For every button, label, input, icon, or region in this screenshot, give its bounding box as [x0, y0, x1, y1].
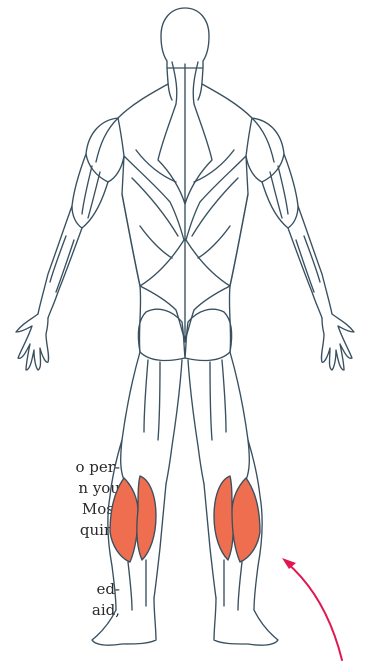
left-thigh [121, 352, 182, 484]
left-deltoid [86, 118, 124, 182]
left-triceps-detail [82, 166, 100, 218]
right-forearm [288, 206, 332, 318]
left-forearm [38, 206, 82, 318]
left-hand [16, 314, 49, 370]
left-calf-inner [137, 476, 156, 560]
right-calf-outer [232, 478, 260, 562]
right-latissimus [186, 156, 248, 286]
right-thigh [188, 352, 249, 484]
head [161, 8, 209, 68]
right-calf-inner [214, 476, 233, 560]
pointer-arrowhead [282, 558, 296, 569]
left-latissimus [122, 156, 184, 286]
right-triceps-detail [270, 166, 288, 218]
right-deltoid [246, 118, 284, 182]
right-hand [321, 314, 354, 370]
left-calf-outer [110, 478, 138, 562]
pointer-arrow-line [286, 562, 342, 660]
